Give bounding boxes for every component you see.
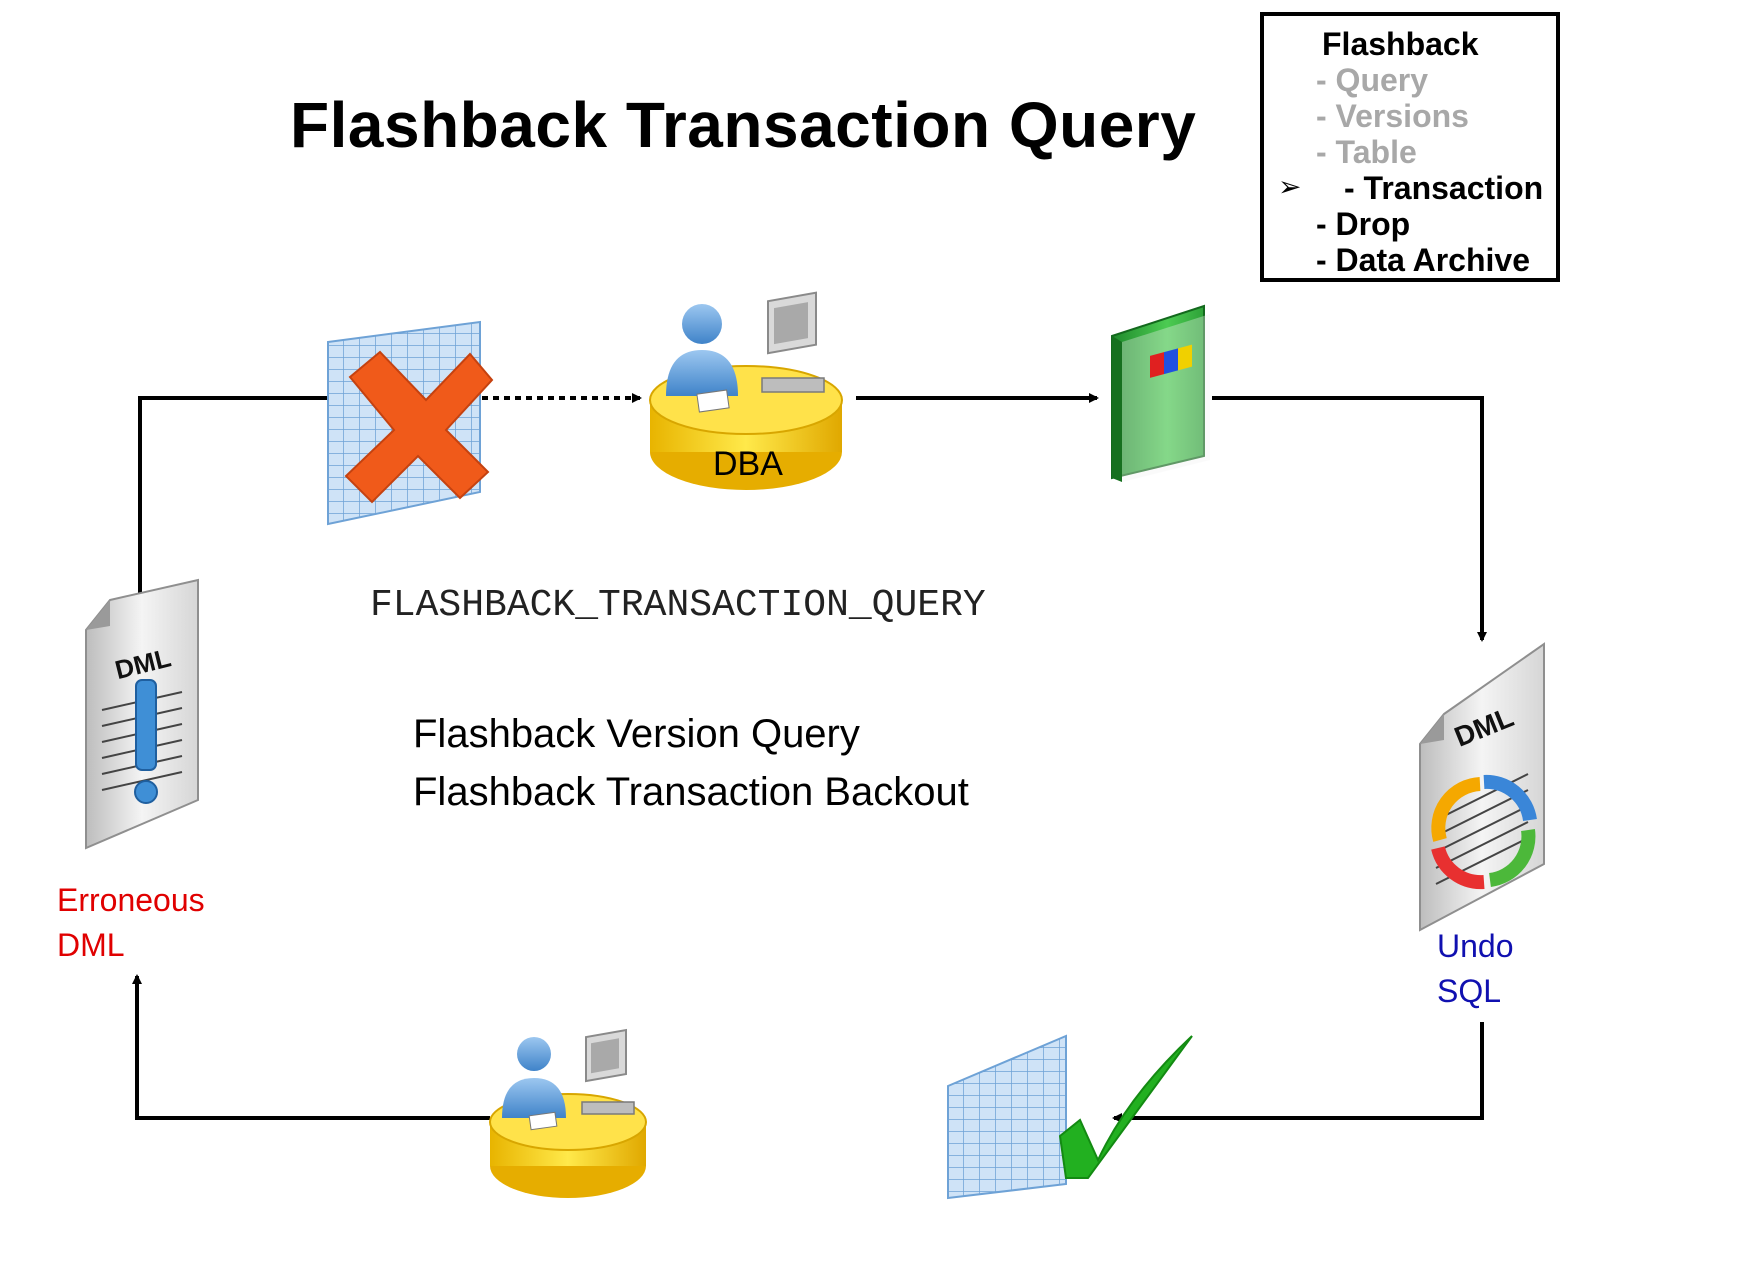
- flashback-transaction-backout-text: Flashback Transaction Backout: [413, 770, 969, 814]
- topic-heading: Flashback: [1322, 26, 1479, 62]
- damaged-table-icon: [327, 320, 494, 526]
- user-workstation-icon: [489, 1028, 647, 1198]
- topic-item-query: - Query: [1316, 62, 1429, 98]
- topic-item-drop: - Drop: [1316, 206, 1411, 242]
- undo-sql-label-line1: Undo: [1437, 928, 1514, 964]
- topic-item-versions: - Versions: [1316, 98, 1469, 134]
- arrow-undo-to-table: [1112, 1022, 1484, 1123]
- topic-item-table: - Table: [1316, 134, 1417, 170]
- undo-cycle-icon: [1431, 774, 1537, 890]
- topic-navigation-box: Flashback - Query - Versions - Table ➢ -…: [1260, 12, 1560, 282]
- arrow-dba-to-erroneous: [132, 974, 490, 1120]
- connector-lines: [132, 393, 1487, 1123]
- dba-label: DBA: [713, 445, 783, 483]
- flashback-transaction-query-view-name: FLASHBACK_TRANSACTION_QUERY: [370, 584, 986, 627]
- restored-table-icon: [947, 1034, 1193, 1200]
- book-icon: [1111, 304, 1210, 482]
- undo-sql-document-icon: [1419, 642, 1545, 932]
- arrow-erroneous-to-table: [138, 393, 338, 596]
- undo-sql-label-line2: SQL: [1437, 973, 1502, 1009]
- topic-item-transaction: - Transaction: [1344, 170, 1544, 206]
- slide-title: Flashback Transaction Query: [290, 89, 1197, 161]
- current-topic-arrow-icon: ➢: [1278, 171, 1302, 202]
- erroneous-dml-label-line2: DML: [57, 927, 125, 963]
- dba-workstation-icon: [649, 291, 843, 490]
- arrow-book-to-undo: [1212, 396, 1487, 642]
- flashback-version-query-text: Flashback Version Query: [413, 712, 860, 756]
- erroneous-dml-document-icon: [85, 578, 199, 850]
- topic-item-data-archive: - Data Archive: [1316, 242, 1530, 278]
- erroneous-dml-label-line1: Erroneous: [57, 882, 205, 918]
